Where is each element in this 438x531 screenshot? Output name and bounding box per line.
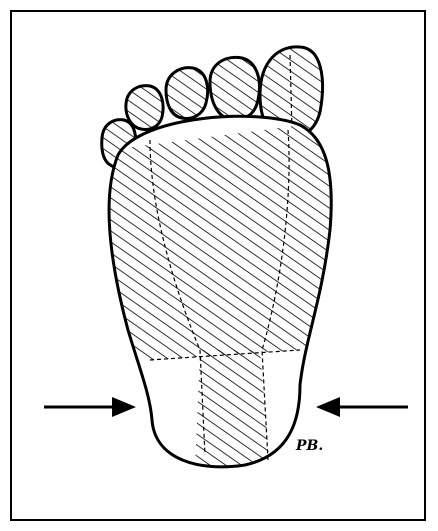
toe-second [210,57,259,120]
toe-third [166,68,208,119]
signature-initials: PB. [295,438,323,454]
arrow-left-pointer [44,397,136,417]
arrow-right-pointer [316,397,408,417]
foot-sole [100,116,340,470]
